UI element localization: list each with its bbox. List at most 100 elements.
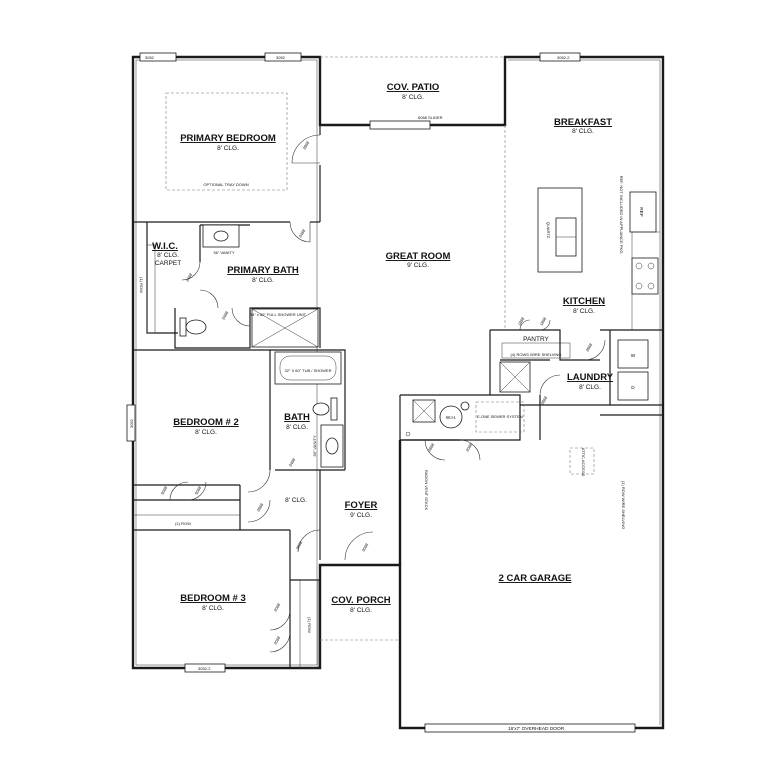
dryer — [617, 371, 649, 401]
refrigerator — [629, 191, 657, 233]
note-tray: OPTIONAL TRAY DOWN — [203, 182, 248, 187]
bath-toilet-icon — [312, 402, 330, 416]
clg-bedroom3: 8' CLG. — [202, 605, 224, 612]
room-laundry: LAUNDRY — [567, 372, 614, 383]
bath-toilet-tank — [330, 397, 338, 421]
label-tub: 32" X 60" TUB / SHOWER — [284, 368, 331, 373]
room-bedroom3: BEDROOM # 3 — [180, 593, 245, 604]
label-vanity-primary: 36" VANITY — [213, 250, 234, 255]
water-heater-icon — [439, 405, 463, 429]
room-bath: BATH — [284, 412, 310, 423]
door-label-bath: 2468 — [288, 457, 297, 468]
window-label-1: 3052 — [145, 55, 155, 60]
clg-wic: 8' CLG. — [157, 252, 179, 259]
door-label-garage2: 2068 — [465, 442, 474, 453]
bath-sink-icon — [325, 437, 339, 455]
primary-sink-icon — [213, 230, 229, 242]
floor-wic: CARPET — [155, 260, 181, 267]
primary-toilet-tank — [179, 317, 187, 337]
door-label-wic: 2468 — [185, 272, 194, 283]
door-label-primary-bath: 2468 — [298, 228, 307, 239]
label-water-heater: W.H. — [446, 415, 456, 421]
clg-laundry: 8' CLG. — [579, 384, 601, 391]
room-primary-bath: PRIMARY BATH — [227, 265, 299, 276]
door-label-hall: 2868 — [295, 540, 304, 551]
label-ref-note: REF. NOT INCLUDED IN APPLIANCE PKG. — [619, 176, 624, 255]
door-label-bed2-closet2: 5068 — [194, 485, 203, 496]
door-label-bed2: 2868 — [256, 502, 265, 513]
door-label-garage1: 2868 — [427, 442, 436, 453]
slider-label: 6068 SLIDER — [418, 115, 443, 120]
clg-hall: 8' CLG. — [285, 497, 307, 504]
clg-cov-patio: 8' CLG. — [402, 94, 424, 101]
primary-toilet-icon — [185, 319, 207, 335]
room-cov-patio: COV. PATIO — [387, 82, 440, 93]
room-cov-porch: COV. PORCH — [331, 595, 390, 606]
exterior-walls — [131, 55, 665, 730]
window-label-2: 3052 — [276, 55, 286, 60]
label-washer: W — [631, 353, 636, 359]
wic-shelving — [146, 244, 156, 334]
room-kitchen: KITCHEN — [563, 296, 605, 307]
window-label-3: 3052-2 — [557, 55, 570, 60]
label-quartz: QUARTZ — [546, 222, 551, 239]
clg-great-room: 9' CLG. — [407, 262, 429, 269]
heater-small-icon — [460, 401, 470, 411]
interior-walls — [133, 125, 663, 668]
tub — [274, 351, 342, 385]
label-sewer: E-ONE SEWER SYSTEM — [477, 414, 523, 419]
bed3-closet — [299, 579, 319, 669]
kitchen-counter — [631, 231, 660, 330]
room-garage: 2 CAR GARAGE — [499, 573, 572, 584]
window-label-4: 3052 — [129, 418, 134, 428]
label-attic: ATTIC ACCESS — [581, 448, 586, 477]
door-label-pantry2: 1868 — [539, 316, 548, 327]
clg-bedroom2: 8' CLG. — [195, 429, 217, 436]
range — [631, 257, 659, 295]
clg-cov-porch: 8' CLG. — [350, 607, 372, 614]
label-laundry-shelving: (1) ROW WIRE SHELVING — [621, 481, 626, 529]
door-label-primary-bed: 2868 — [302, 140, 311, 151]
clg-bath: 8' CLG. — [286, 424, 308, 431]
clg-primary-bath: 8' CLG. — [252, 277, 274, 284]
room-breakfast: BREAKFAST — [554, 117, 612, 128]
door-label-laundry-garage: 2868 — [540, 395, 549, 406]
label-radon: RADON VENT STACK — [424, 470, 429, 511]
windows — [126, 52, 581, 673]
clg-kitchen: 8' CLG. — [573, 308, 595, 315]
door-label-bed3-closet2: 2068 — [273, 635, 282, 646]
label-dryer: D — [631, 385, 635, 391]
attic-access — [569, 447, 595, 475]
label-vanity-bath: 36" VANITY — [312, 435, 317, 456]
door-label-foyer: 3068 — [361, 542, 370, 553]
tray-ceiling-outline — [165, 92, 288, 191]
door-label-wc: 2468 — [221, 310, 230, 321]
clg-breakfast: 8' CLG. — [572, 128, 594, 135]
label-row-bed2: (1) ROW — [175, 521, 191, 526]
label-shower: 34" x 60" FULL SHOWER UNIT — [250, 312, 307, 317]
label-row-bed3: (1) ROW — [307, 617, 312, 633]
overhead-door — [424, 723, 636, 733]
note-pantry: (4) ROWS WIRE SHELVING — [510, 352, 561, 357]
door-label-bed2-closet1: 5068 — [160, 485, 169, 496]
sewer-box — [475, 401, 525, 433]
door-swings — [169, 134, 606, 653]
clg-foyer: 9' CLG. — [350, 512, 372, 519]
washer — [617, 339, 649, 369]
room-foyer: FOYER — [345, 500, 378, 511]
door-label-bed3-closet1: 2068 — [273, 602, 282, 613]
label-row-wic: (1) ROW — [139, 277, 144, 293]
label-ref: REF — [638, 207, 644, 217]
room-wic: W.I.C. — [152, 241, 178, 252]
window-label-5: 3052-2 — [198, 666, 211, 671]
room-primary-bedroom: PRIMARY BEDROOM — [180, 133, 276, 144]
door-label-kitchen-laundry: 2868 — [585, 342, 594, 353]
room-great-room: GREAT ROOM — [386, 251, 451, 262]
radon-icon — [405, 431, 411, 437]
overhead-door-label: 16'x7' OVERHEAD DOOR — [508, 726, 565, 732]
room-bedroom2: BEDROOM # 2 — [173, 417, 238, 428]
pantry-shelving — [501, 342, 571, 359]
room-pantry: PANTRY — [523, 336, 549, 343]
clg-primary-bedroom: 8' CLG. — [217, 145, 239, 152]
